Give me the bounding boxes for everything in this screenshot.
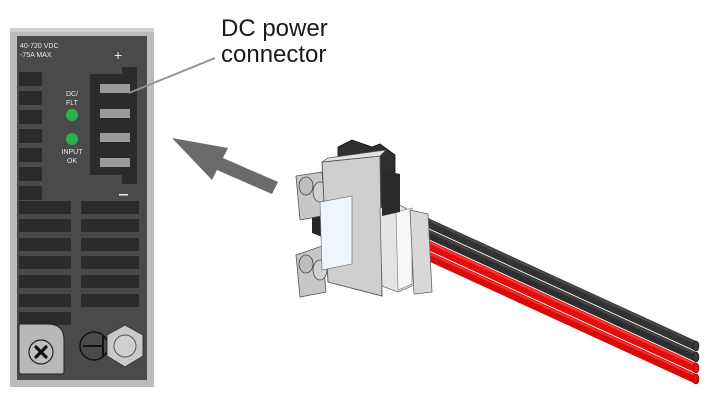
thumb-screw-icon	[298, 254, 328, 281]
slot	[19, 148, 42, 162]
dc-power-plug	[295, 139, 433, 298]
slot	[19, 110, 42, 124]
callout-leader-line	[128, 57, 216, 94]
label-window	[319, 195, 353, 271]
led-input-ok-indicator	[66, 133, 78, 145]
connector-pin	[100, 158, 130, 167]
wire-bundle	[427, 218, 700, 385]
dc-power-connector-socket[interactable]	[90, 67, 137, 184]
wire-red-1	[427, 240, 700, 374]
power-supply-panel: 40-720 VDC -75A MAX + DC/ FLT INPUT O	[10, 28, 154, 387]
led-dc-fault-label-2: FLT	[66, 100, 79, 107]
rating-text-voltage: 40-720 VDC	[20, 43, 59, 50]
vent-slots	[19, 201, 139, 325]
led-input-ok-label-1: INPUT	[62, 149, 84, 156]
connector-pin	[100, 84, 130, 93]
screw-terminal	[18, 323, 65, 375]
slot	[19, 167, 42, 181]
left-slot-column	[19, 72, 42, 200]
callout-label-line1: DC power	[221, 15, 328, 42]
led-dc-fault-indicator	[66, 109, 78, 121]
wire-black-1	[427, 218, 700, 352]
connector-pin	[100, 133, 130, 142]
slot	[19, 91, 42, 105]
slot	[19, 72, 42, 86]
plus-symbol: +	[114, 47, 122, 63]
hex-nut-ground-stud	[106, 324, 144, 368]
wire-red-2	[427, 251, 700, 385]
led-input-ok-label-2: OK	[67, 158, 77, 165]
led-dc-fault-label-1: DC/	[66, 91, 78, 98]
callout-label-line2: connector	[221, 41, 326, 68]
slot	[19, 129, 42, 143]
connector-pin	[100, 109, 130, 118]
rating-text-current: -75A MAX	[20, 52, 52, 59]
slot	[19, 186, 42, 200]
insertion-direction-arrow-icon	[172, 138, 278, 194]
wire-black-2	[427, 229, 700, 363]
minus-symbol	[119, 194, 128, 196]
